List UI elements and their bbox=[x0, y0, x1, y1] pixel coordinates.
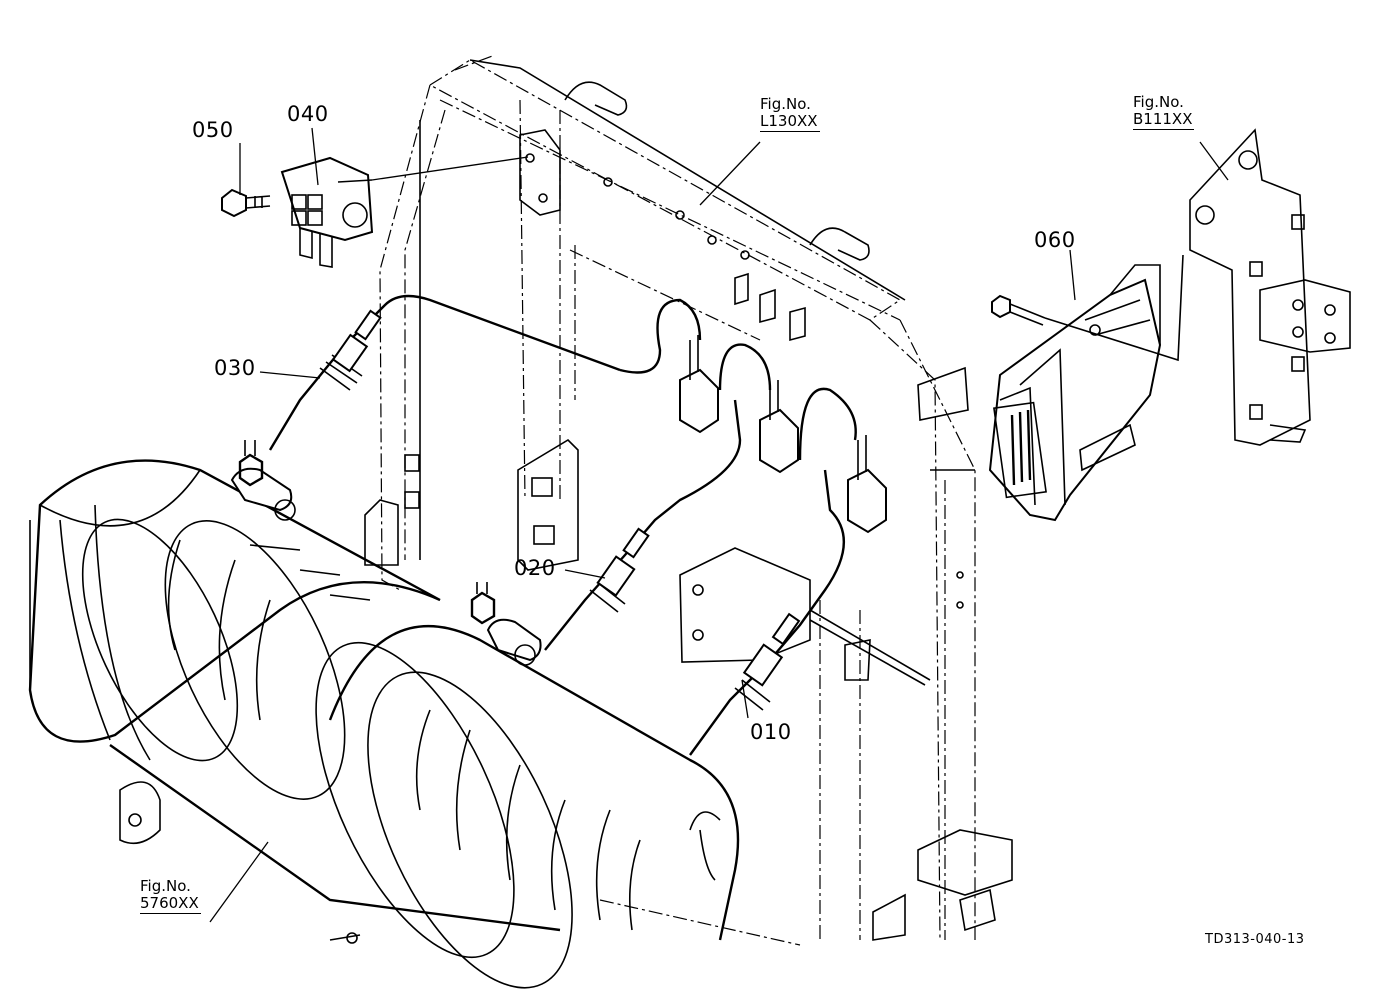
figure-ref-prefix: Fig.No. bbox=[1133, 93, 1184, 111]
part-label-020[interactable]: 020 bbox=[514, 556, 556, 580]
dpf-muffler bbox=[28, 440, 740, 989]
figure-ref-5760xx[interactable]: Fig.No. 5760XX bbox=[140, 877, 201, 914]
part-label-040[interactable]: 040 bbox=[287, 102, 329, 126]
bolt-050 bbox=[221, 188, 271, 218]
ecu-bracket bbox=[1189, 128, 1351, 446]
figure-ref-code: 5760XX bbox=[140, 894, 201, 914]
figure-ref-code: B111XX bbox=[1133, 110, 1195, 130]
drawing-number: TD313-040-13 bbox=[1205, 932, 1305, 947]
center-bracket bbox=[364, 438, 579, 571]
ecu-bolt bbox=[991, 254, 1184, 362]
part-label-030[interactable]: 030 bbox=[214, 356, 256, 380]
figure-ref-code: L130XX bbox=[760, 112, 820, 132]
figure-ref-prefix: Fig.No. bbox=[140, 877, 191, 895]
part-label-010[interactable]: 010 bbox=[750, 720, 792, 744]
leader-lines bbox=[209, 127, 1229, 923]
lower-bracket bbox=[679, 366, 1013, 941]
frame-panel bbox=[379, 54, 976, 946]
ecu-controller bbox=[988, 264, 1162, 522]
sensor-harness bbox=[268, 272, 887, 756]
figure-ref-b111xx[interactable]: Fig.No. B111XX bbox=[1133, 93, 1195, 130]
figure-ref-l130xx[interactable]: Fig.No. L130XX bbox=[760, 95, 820, 132]
part-label-060[interactable]: 060 bbox=[1034, 228, 1076, 252]
part-label-050[interactable]: 050 bbox=[192, 118, 234, 142]
figure-ref-prefix: Fig.No. bbox=[760, 95, 811, 113]
pressure-sensor bbox=[280, 156, 374, 268]
